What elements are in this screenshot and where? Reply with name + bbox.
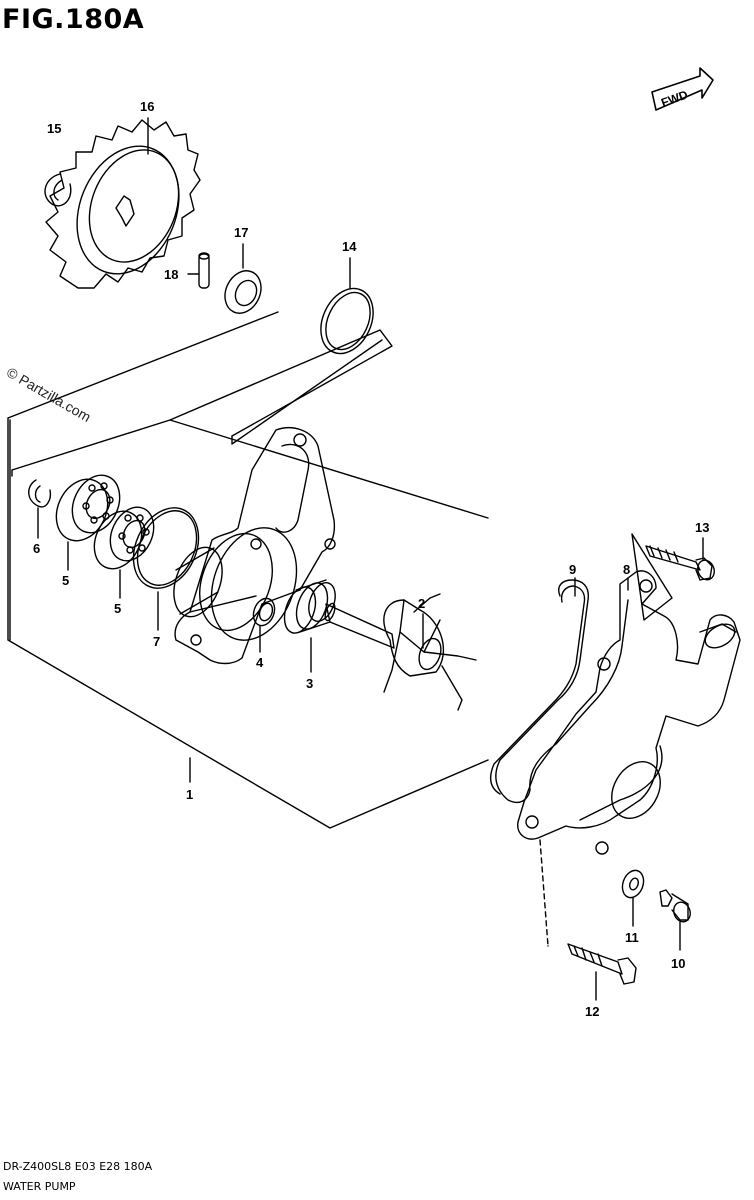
callout-6: 6 (33, 541, 41, 556)
diagram-title: WATER PUMP (3, 1180, 76, 1193)
diagram-code: DR-Z400SL8 E03 E28 180A (3, 1160, 153, 1173)
callout-7: 7 (153, 634, 161, 649)
assembly-frame (7, 311, 489, 829)
callout-2: 2 (418, 596, 426, 611)
pin-18 (198, 252, 210, 289)
callout-18: 18 (164, 267, 179, 282)
callout-3: 3 (306, 676, 314, 691)
callout-9: 9 (569, 562, 577, 577)
callout-14: 14 (342, 239, 357, 254)
callout-8: 8 (623, 562, 631, 577)
bearing-5b (93, 506, 155, 570)
callout-12: 12 (585, 1004, 600, 1019)
oring-14 (320, 287, 374, 355)
oil-seal-4 (252, 597, 276, 627)
callout-16: 16 (140, 99, 155, 114)
callout-1: 1 (186, 787, 194, 802)
bolt-10 (659, 889, 691, 923)
callout-11: 11 (625, 930, 639, 945)
gasket-9 (489, 579, 629, 804)
callout-10: 10 (671, 956, 686, 971)
bearing-5a (55, 474, 121, 542)
sprocket-16 (45, 119, 201, 289)
callout-15: 15 (47, 121, 62, 136)
bolt-12 (567, 943, 637, 985)
callout-4: 4 (256, 655, 264, 670)
callout-13: 13 (695, 520, 710, 535)
oring-7 (132, 507, 200, 589)
callout-17: 17 (234, 225, 249, 240)
mechanical-seal-3 (283, 579, 336, 634)
figure-title: FIG.180A (2, 4, 145, 35)
washer-17 (224, 270, 262, 314)
pump-cover-8 (517, 570, 741, 855)
washer-11 (621, 869, 645, 899)
fwd-arrow-icon (651, 67, 714, 111)
bolt-13 (645, 545, 715, 581)
impeller-shaft-2 (324, 593, 477, 711)
callout-5a: 5 (62, 573, 70, 588)
callout-5b: 5 (114, 601, 122, 616)
circlip-15 (44, 173, 72, 207)
pump-body-1 (173, 427, 336, 665)
circlip-6 (28, 479, 52, 508)
